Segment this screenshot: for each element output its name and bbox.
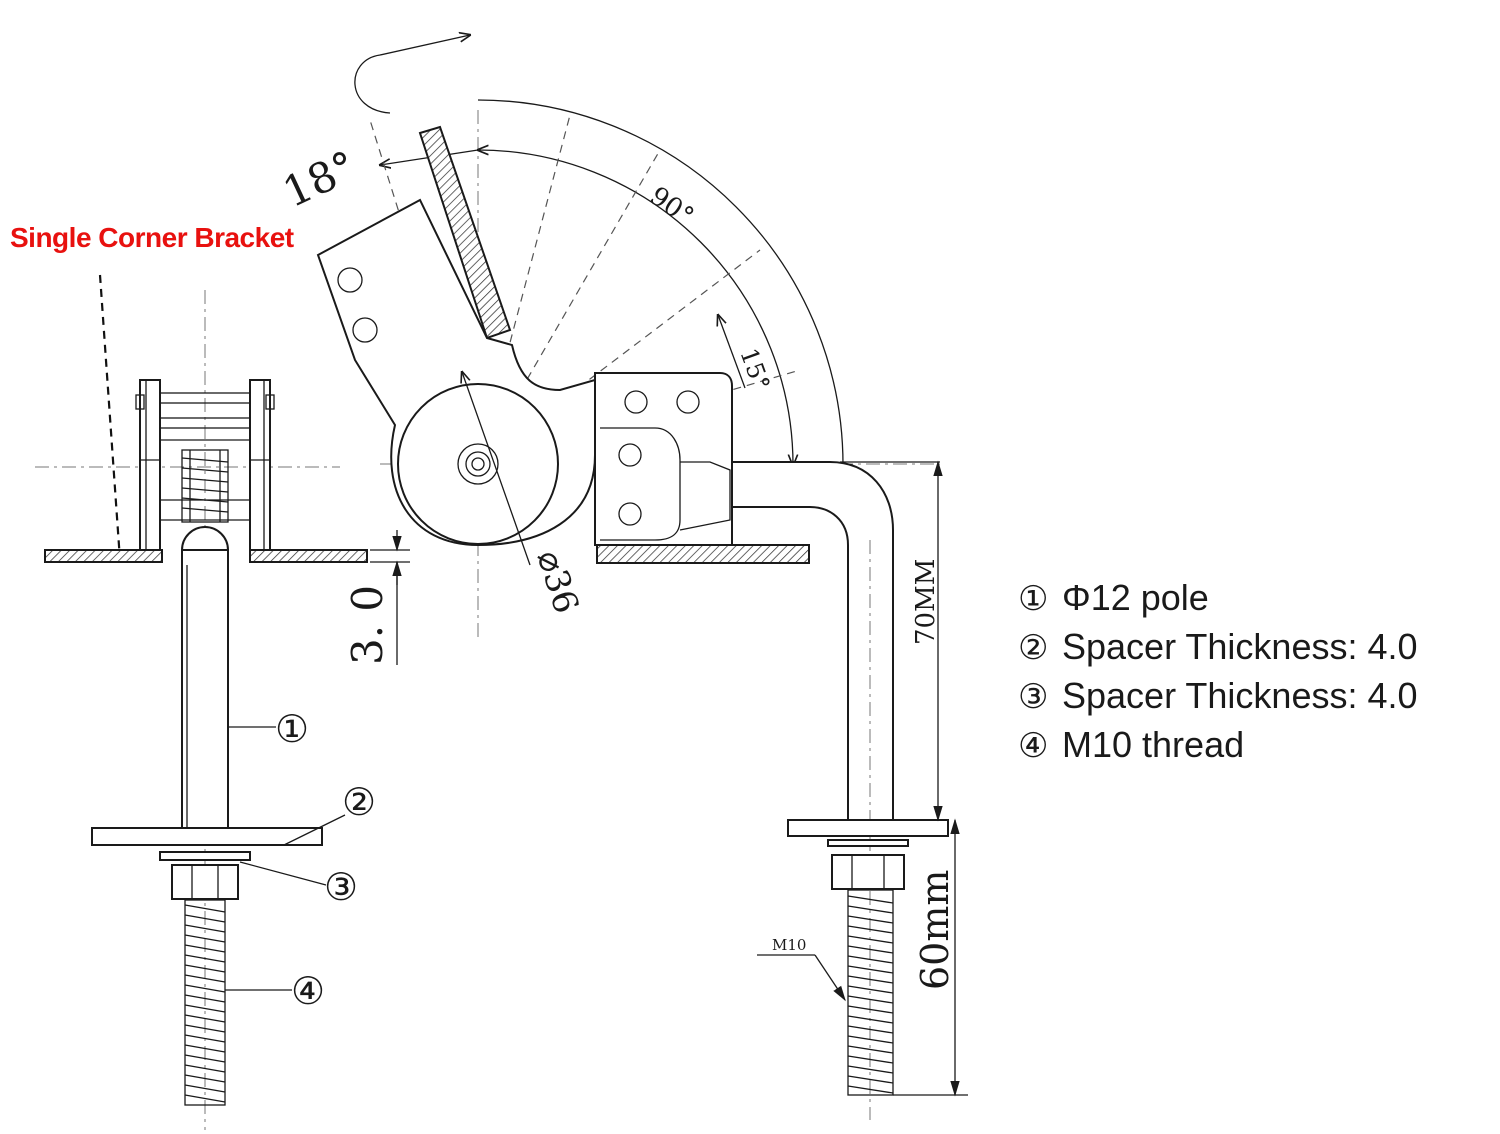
callout-leader bbox=[98, 274, 122, 561]
legend-item: ③ Spacer Thickness: 4.0 bbox=[1018, 672, 1418, 721]
pole bbox=[181, 549, 229, 831]
threaded-rod bbox=[184, 899, 226, 1106]
left-bracket-view: 3. 0 ① ② ③ ④ bbox=[35, 274, 410, 1130]
nut bbox=[171, 864, 239, 900]
legend-text: Φ12 pole bbox=[1062, 577, 1209, 618]
right-spacer bbox=[787, 819, 949, 837]
legend-text: Spacer Thickness: 4.0 bbox=[1062, 675, 1418, 716]
marker-1: ① bbox=[275, 707, 309, 751]
right-threaded-rod bbox=[847, 889, 894, 1096]
hinge-base-plate bbox=[596, 544, 810, 564]
legend-num: ② bbox=[1018, 628, 1049, 668]
angle-90: 90° bbox=[644, 181, 699, 232]
left-base-plate bbox=[44, 549, 163, 563]
thickness-dim: 3. 0 bbox=[343, 585, 392, 665]
legend-num: ④ bbox=[1018, 726, 1049, 766]
right-bracket-body bbox=[594, 372, 733, 546]
bent-tube bbox=[731, 461, 894, 823]
spacer-2 bbox=[91, 827, 323, 846]
top-plate bbox=[418, 125, 512, 340]
angle-18: 18° bbox=[276, 141, 364, 217]
angle-15: 15° bbox=[734, 344, 775, 394]
rotation-arrow bbox=[354, 35, 470, 114]
right-base-plate bbox=[249, 549, 368, 563]
legend-item: ④ M10 thread bbox=[1018, 721, 1418, 770]
right-nut bbox=[831, 854, 905, 890]
height-70-dim: 70MM bbox=[911, 559, 941, 645]
legend-text: M10 thread bbox=[1062, 724, 1245, 765]
marker-4: ④ bbox=[291, 969, 325, 1013]
hinge-frame-left bbox=[139, 379, 161, 551]
legend-item: ① Φ12 pole bbox=[1018, 574, 1418, 623]
height-60-dim: 60mm bbox=[913, 870, 957, 990]
callout-label: Single Corner Bracket bbox=[10, 222, 294, 253]
parts-legend: ① Φ12 pole ② Spacer Thickness: 4.0 ③ Spacer… bbox=[1018, 574, 1418, 770]
marker-2: ② bbox=[342, 780, 376, 824]
diameter-dim: ⌀36 bbox=[528, 545, 586, 618]
legend-text: Spacer Thickness: 4.0 bbox=[1062, 626, 1418, 667]
legend-num: ③ bbox=[1018, 677, 1049, 717]
hinge-frame-right bbox=[249, 379, 271, 551]
thread-dim: M10 bbox=[772, 936, 806, 954]
right-rotation-view: 18° 90° 15° ⌀36 bbox=[276, 35, 968, 1120]
legend-item: ② Spacer Thickness: 4.0 bbox=[1018, 623, 1418, 672]
torsion-spring bbox=[181, 449, 229, 523]
legend-num: ① bbox=[1018, 579, 1049, 619]
spacer-3 bbox=[159, 851, 251, 861]
hub bbox=[397, 383, 559, 545]
marker-3: ③ bbox=[324, 865, 358, 909]
